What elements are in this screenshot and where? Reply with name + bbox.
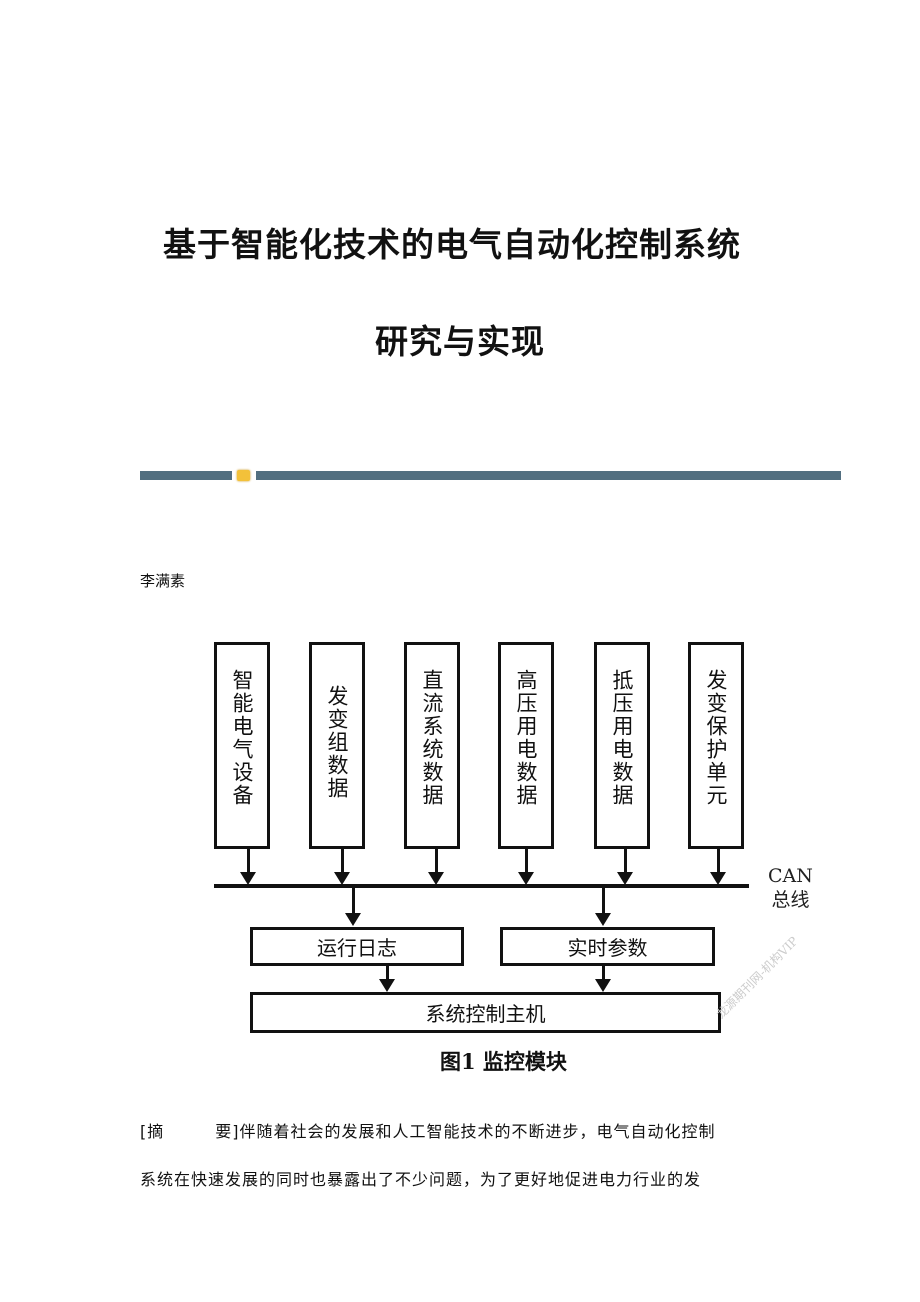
arrow-down-icon: [518, 872, 534, 885]
arrow-down-icon: [710, 872, 726, 885]
connector: [247, 849, 250, 875]
top-box: 直流系统数据: [404, 642, 460, 849]
connector: [717, 849, 720, 875]
bus-label: 总线: [771, 889, 810, 911]
top-box: 抵压用电数据: [594, 642, 650, 849]
arrow-down-icon: [345, 913, 361, 926]
abstract-text: 伴随着社会的发展和人工智能技术的不断进步，电气自动化控制: [239, 1122, 716, 1141]
connector: [341, 849, 344, 875]
arrow-down-icon: [617, 872, 633, 885]
realtime-params-box: 实时参数: [500, 927, 715, 966]
arrow-down-icon: [595, 979, 611, 992]
connector: [352, 888, 355, 916]
top-box: 高压用电数据: [498, 642, 554, 849]
connector: [602, 966, 605, 982]
arrow-down-icon: [379, 979, 395, 992]
connector: [386, 966, 389, 982]
arrow-down-icon: [334, 872, 350, 885]
control-host-box: 系统控制主机: [250, 992, 721, 1033]
connector: [602, 888, 605, 916]
arrow-down-icon: [428, 872, 444, 885]
arrow-down-icon: [595, 913, 611, 926]
figure-caption: 图1 监控模块: [440, 1049, 567, 1074]
title-line-2: 研究与实现: [375, 322, 545, 361]
connector: [525, 849, 528, 875]
title-line-1: 基于智能化技术的电气自动化控制系统: [163, 225, 741, 264]
divider-right: [256, 471, 841, 480]
can-label: CAN: [768, 865, 813, 887]
abstract-line-2: 系统在快速发展的同时也暴露出了不少问题，为了更好地促进电力行业的发: [140, 1170, 702, 1189]
divider-ornament-icon: [237, 470, 250, 481]
author: 李满素: [140, 572, 186, 590]
top-box: 发变保护单元: [688, 642, 744, 849]
top-box: 发变组数据: [309, 642, 365, 849]
watermark: 龙源期刊网-机构VIP: [713, 933, 801, 1022]
arrow-down-icon: [240, 872, 256, 885]
run-log-box: 运行日志: [250, 927, 464, 966]
abstract-line-1: [摘 要]伴随着社会的发展和人工智能技术的不断进步，电气自动化控制: [140, 1118, 716, 1142]
can-bus-line: [214, 884, 749, 888]
connector: [624, 849, 627, 875]
connector: [435, 849, 438, 875]
abstract-label: [摘 要]: [140, 1122, 240, 1141]
top-box: 智能电气设备: [214, 642, 270, 849]
divider-left: [140, 471, 232, 480]
